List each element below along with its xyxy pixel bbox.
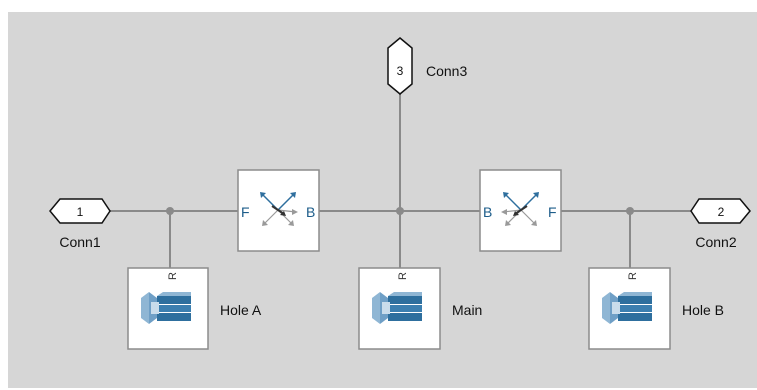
port-conn1-label: Conn1 (59, 234, 100, 250)
port-conn2-label: Conn2 (695, 234, 736, 250)
sensor-left-port-right: B (306, 204, 315, 220)
sensor-right-port-right: F (548, 204, 557, 220)
junction-dot (626, 207, 634, 215)
port-conn2[interactable]: 2 Conn2 (690, 198, 751, 250)
hole-icon (602, 292, 652, 324)
port-conn1[interactable]: 1 Conn1 (49, 198, 111, 250)
block-hole-a[interactable]: R Hole A (127, 267, 262, 350)
sensor-block-right[interactable]: B F (479, 169, 562, 252)
connection-lines (110, 90, 691, 268)
block-hole-a-port: R (167, 272, 179, 280)
sensor-right-port-left: B (483, 204, 492, 220)
sensor-block-left[interactable]: F B (237, 169, 320, 252)
junction-dot (396, 207, 404, 215)
port-conn1-shape[interactable] (49, 198, 111, 224)
block-main[interactable]: R Main (358, 267, 482, 350)
block-hole-b-label: Hole B (682, 302, 724, 318)
port-conn3-label: Conn3 (426, 63, 467, 79)
block-hole-a-label: Hole A (220, 302, 262, 318)
hole-icon (372, 292, 422, 324)
port-conn2-shape[interactable] (690, 198, 751, 224)
port-conn3[interactable]: 3 Conn3 (387, 37, 467, 95)
port-conn3-number: 3 (397, 64, 404, 78)
block-main-port: R (397, 272, 409, 280)
port-conn3-shape[interactable] (387, 37, 413, 95)
block-main-label: Main (452, 302, 482, 318)
port-conn1-number: 1 (77, 205, 84, 219)
block-hole-b[interactable]: R Hole B (588, 267, 724, 350)
hole-icon (141, 292, 191, 324)
block-hole-b-port: R (627, 272, 639, 280)
port-conn2-number: 2 (718, 205, 725, 219)
sensor-left-port-left: F (241, 204, 250, 220)
junction-dot (166, 207, 174, 215)
